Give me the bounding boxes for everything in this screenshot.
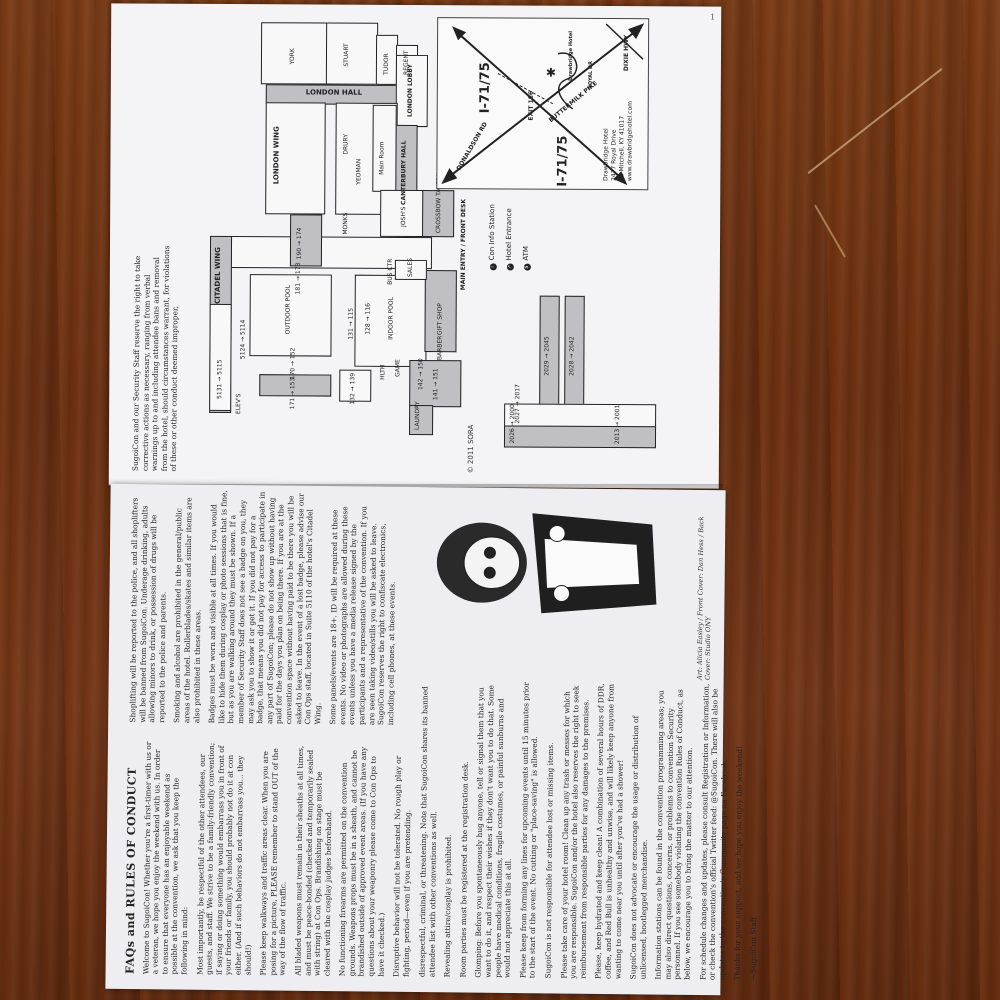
copyright-notice: © 2011 SORA	[466, 424, 476, 474]
room-range: 171 → 153	[289, 377, 297, 410]
faq-paragraph: Room parties must be registered at the r…	[458, 761, 470, 978]
faq-paragraph: Most importantly, be respectful of the o…	[195, 742, 253, 976]
label-york: YORK	[288, 48, 297, 65]
label-citadel-wing: CITADEL WING	[213, 247, 222, 304]
label-london-hall: LONDON HALL	[305, 88, 363, 97]
faq-paragraph: Glomping: Before you spontaneously hug a…	[473, 685, 513, 979]
faq-paragraph: Please keep from forming any lines for u…	[518, 681, 540, 979]
label-bus-ctr: BUS CTR	[386, 258, 394, 285]
room-range: 2028 → 2042	[568, 336, 576, 376]
exit-label: EXIT 186	[527, 90, 535, 121]
label-london-lobby: LONDON LOBBY	[406, 64, 414, 117]
hotel-map: YORK STUART TUDOR REGENT LONDON HALL LON…	[109, 3, 722, 488]
faq-paragraph: Please, keep hydrated and keep clean! A …	[593, 683, 625, 980]
faq-paragraph: SugoiCon and our Security Staff reserve …	[130, 245, 180, 472]
legend-item-info: i Con Info Station	[487, 204, 497, 271]
label-health: HLTH	[379, 364, 387, 380]
address-line: www.drawbridgehotel.com	[626, 100, 634, 182]
room-range: 2013 → 2001	[613, 404, 622, 445]
faq-paragraph: SugoiCon does not advocate or encourage …	[628, 715, 649, 980]
art-credits: Art: Alicia Easley / Front Cover: Dan He…	[695, 516, 713, 681]
room-range: 5131 → 5115	[216, 359, 224, 399]
room-range: 181 → 173	[294, 262, 302, 295]
atm-dollar-icon: $	[523, 263, 531, 271]
faq-paragraph: Information stations can be found in the…	[653, 689, 694, 980]
room-range: 128 → 116	[364, 302, 372, 335]
faq-paragraph: Welcome to SugoiCon! Whether you're a fi…	[141, 741, 190, 975]
faq-page: FAQs and RULES OF CONDUCT Welcome to Sug…	[105, 246, 759, 996]
legend-label: ATM	[521, 245, 531, 261]
label-tudor: TUDOR	[382, 53, 391, 75]
faq-column-1: FAQs and RULES OF CONDUCT Welcome to Sug…	[123, 246, 421, 977]
label-indoor-pool: INDOOR POOL	[387, 297, 395, 340]
hotel-marker-label: Drawbridge Hotel	[567, 31, 575, 81]
entrance-arrow-icon: ↗	[506, 263, 514, 271]
label-yeoman: YEOMAN	[355, 158, 363, 185]
faq-paragraph: For schedule changes and updates, please…	[698, 683, 729, 981]
faq-paragraph: Some panels/events are 18+. ID will be r…	[328, 506, 397, 726]
label-main-entry: MAIN ENTRY / FRONT DESK	[459, 198, 468, 291]
room-range: 5124 → 5114	[239, 319, 247, 360]
label-sales: SALES	[406, 257, 414, 277]
faq-paragraph: Revealing attire/cosplay is prohibited.	[442, 834, 454, 978]
mascot-illustration	[421, 497, 683, 675]
map-block-rooms-2026	[503, 425, 657, 449]
map-block-rooms-190-174	[289, 214, 323, 267]
label-monks: MONKS	[342, 212, 350, 235]
map-block-rooms-2027	[504, 403, 657, 429]
faq-paragraph: Badges must be worn and visible at all t…	[207, 490, 323, 725]
faq-paragraph: Smoking and alcohol are prohibited in th…	[172, 497, 202, 724]
road-network: ✱	[441, 23, 645, 186]
faq-paragraph: All bladed weapons must remain in their …	[293, 745, 333, 977]
room-range: 2029 → 2045	[543, 336, 551, 376]
directions-inset-map: ✱ I-71/75 I-71/75 BUTTERMILK PIKE DIXIE …	[436, 17, 650, 191]
room-range: 142 → 150	[417, 358, 425, 391]
legend-item-atm: $ ATM	[522, 246, 531, 271]
label-gift-shop: GIFT SHOP	[436, 303, 444, 336]
faq-paragraph: Please take care of your hotel room! Cle…	[559, 685, 591, 979]
faq-paragraph: Disruptive behavior will not be tolerate…	[391, 755, 413, 977]
faq-paragraph: Please keep walkways and traffic areas c…	[258, 748, 288, 976]
room-range: 190 → 174	[295, 227, 304, 260]
hotel-address: Drawbridge Hotel 2477 Royal Drive Ft. Mi…	[602, 101, 634, 181]
label-elevs: ELEV'S	[235, 393, 243, 415]
faq-rotated-content: FAQs and RULES OF CONDUCT Welcome to Sug…	[118, 246, 759, 981]
faq-paragraph: No functioning firearms are permitted on…	[337, 746, 386, 977]
room-range: 170 → 152	[289, 347, 297, 380]
room-range: 131 → 115	[347, 307, 355, 340]
highway-label: I-71/75	[555, 135, 571, 187]
label-drury: DRURY	[342, 133, 350, 155]
road-label-dixie: DIXIE HWY	[622, 34, 631, 72]
faq-paragraph: Shoplifting will be reported to the poli…	[128, 497, 168, 723]
map-block-stuart	[325, 22, 379, 85]
road-label-royal: ROYAL DR	[587, 61, 594, 89]
svg-text:✱: ✱	[546, 66, 556, 80]
room-range: 132 → 139	[349, 372, 357, 405]
info-icon: i	[489, 263, 497, 271]
room-range: 141 → 151	[432, 368, 440, 401]
label-stuart: STUART	[342, 43, 351, 67]
highway-label: I-71/75	[477, 62, 493, 114]
legend-label: Hotel Entrance	[504, 208, 514, 261]
faq-column-2: disrespectful, criminal, or threatening.…	[417, 677, 759, 981]
label-joshs: JOSH'S	[400, 206, 408, 227]
label-barber: BARBER	[436, 335, 444, 361]
faq-paragraph: SugoiCon is not responsible for attendee…	[543, 742, 555, 979]
label-canterbury-hall: CANTERBURY HALL	[400, 140, 408, 205]
room-range: 2026 → 2000	[508, 404, 517, 444]
label-main-room: Main Room	[378, 141, 386, 175]
label-outdoor-pool: OUTDOOR POOL	[284, 284, 292, 335]
label-games: GAME	[394, 359, 402, 377]
faq-title: FAQs and RULES OF CONDUCT	[123, 767, 139, 975]
legend-item-entrance: ↗ Hotel Entrance	[504, 208, 514, 271]
map-page: 1 YORK STUART T	[108, 3, 722, 489]
faq-paragraph: disrespectful, criminal, or threatening.…	[417, 686, 438, 978]
legend-label: Con Info Station	[487, 204, 497, 261]
label-london-wing: LONDON WING	[272, 126, 281, 185]
label-laundry: LAUNDRY	[414, 401, 422, 431]
